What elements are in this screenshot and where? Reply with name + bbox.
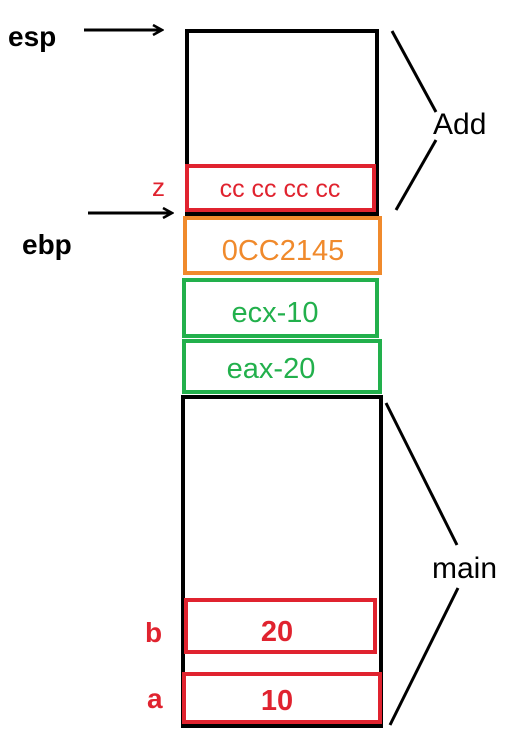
eax-cell	[182, 339, 382, 394]
a-label: a	[147, 683, 163, 714]
return-address-cell	[183, 216, 382, 275]
ecx-value: ecx-10	[231, 297, 318, 329]
a-value: 10	[261, 685, 293, 717]
ebp-label: ebp	[22, 229, 72, 260]
a-cell	[182, 672, 382, 724]
b-cell	[184, 598, 377, 654]
eax-value: eax-20	[227, 353, 316, 385]
z-value: cc cc cc cc	[220, 175, 341, 203]
main-frame-label: main	[432, 552, 497, 585]
b-value: 20	[261, 616, 293, 648]
add-frame-box	[185, 29, 379, 216]
esp-label: esp	[8, 21, 56, 52]
b-label: b	[145, 617, 162, 648]
main-bracket-top	[384, 402, 459, 546]
add-frame-label: Add	[433, 108, 486, 141]
ecx-cell	[182, 278, 379, 338]
add-bracket-bottom	[394, 139, 438, 211]
z-cell	[185, 164, 376, 212]
main-bracket-bottom	[388, 587, 460, 726]
add-bracket-top	[390, 30, 438, 113]
main-frame-box	[181, 395, 383, 728]
z-label: z	[152, 172, 165, 202]
return-address-value: 0CC2145	[222, 235, 345, 267]
